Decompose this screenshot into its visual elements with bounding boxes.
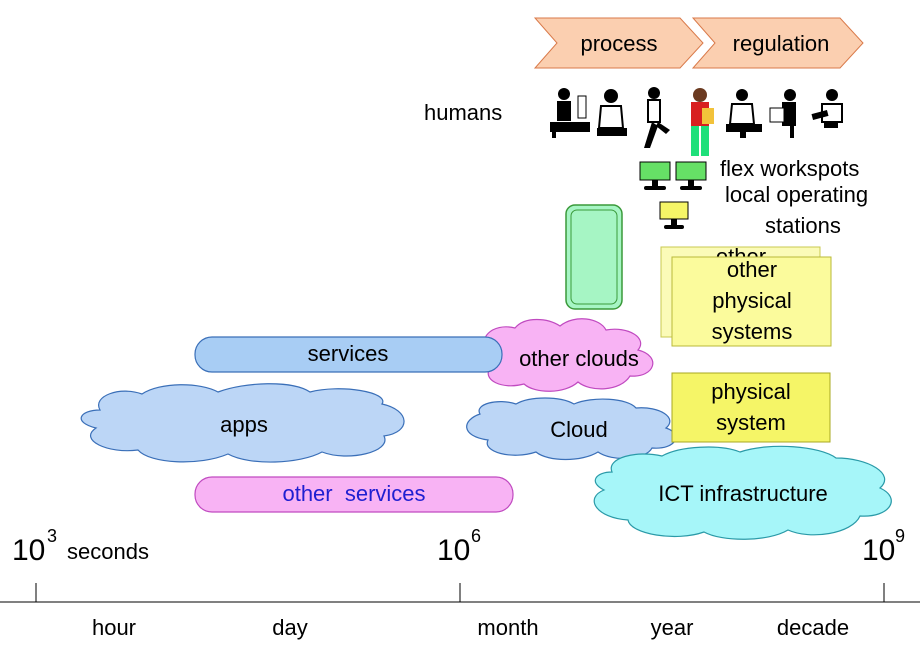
person-icon [811, 89, 843, 128]
period-day: day [272, 615, 307, 640]
humans-label: humans [424, 100, 502, 125]
person-icon [726, 89, 762, 138]
axis-exponent-3: 3 [47, 526, 57, 546]
person-icon [644, 87, 670, 148]
other-physical-line-3: systems [712, 319, 793, 344]
humans-group [550, 87, 843, 156]
period-month: month [477, 615, 538, 640]
physical-system-line-2: system [716, 410, 786, 435]
regulation-arrow: regulation [691, 17, 864, 69]
cloud-label: Cloud [550, 417, 607, 442]
person-icon [769, 89, 796, 138]
person-icon [550, 88, 590, 138]
axis-exponent-6: 6 [471, 526, 481, 546]
other-services-label: other services [282, 481, 425, 506]
monitor-icon [659, 201, 689, 229]
axis-tick-label-1e6: 10 6 [437, 526, 481, 567]
ict-label: ICT infrastructure [658, 481, 828, 506]
physical-system: physical system [671, 372, 831, 443]
monitor-icon [675, 161, 707, 190]
ict-cloud [593, 445, 892, 540]
other-services-capsule: other services [194, 476, 514, 513]
process-arrow: process [533, 17, 704, 69]
axis-base-1e9: 10 [862, 534, 895, 567]
period-hour: hour [92, 615, 136, 640]
services-label: services [308, 341, 389, 366]
other-physical-line-1: other [727, 257, 777, 282]
workspots-label-2: local operating [725, 182, 868, 207]
other-physical-line-2: physical [712, 288, 791, 313]
axis-tick-label-1e9: 10 9 [862, 526, 905, 567]
physical-system-line-1: physical [711, 379, 790, 404]
cloud-cloud [466, 397, 677, 461]
apps-cloud [80, 383, 405, 463]
workspots-label-3: stations [765, 213, 841, 238]
workspots-label-1: flex workspots [720, 156, 859, 181]
axis-exponent-9: 9 [895, 526, 905, 546]
services-capsule: services [194, 336, 503, 373]
green-block [565, 204, 623, 310]
other-clouds-label: other clouds [519, 346, 639, 371]
monitor-icon [639, 161, 671, 190]
person-icon [691, 88, 714, 156]
other-physical-systems: other physical systems [671, 256, 832, 347]
process-label: process [580, 31, 657, 56]
axis-base-1e6: 10 [437, 534, 470, 567]
axis-base-1e3: 10 [12, 534, 45, 567]
apps-label: apps [220, 412, 268, 437]
period-decade: decade [777, 615, 849, 640]
period-year: year [651, 615, 694, 640]
other-clouds-cloud [477, 318, 654, 392]
regulation-label: regulation [733, 31, 830, 56]
axis-unit-label: seconds [67, 539, 149, 564]
axis-tick-label-1e3: 10 3 [12, 526, 57, 567]
person-icon [597, 89, 627, 136]
